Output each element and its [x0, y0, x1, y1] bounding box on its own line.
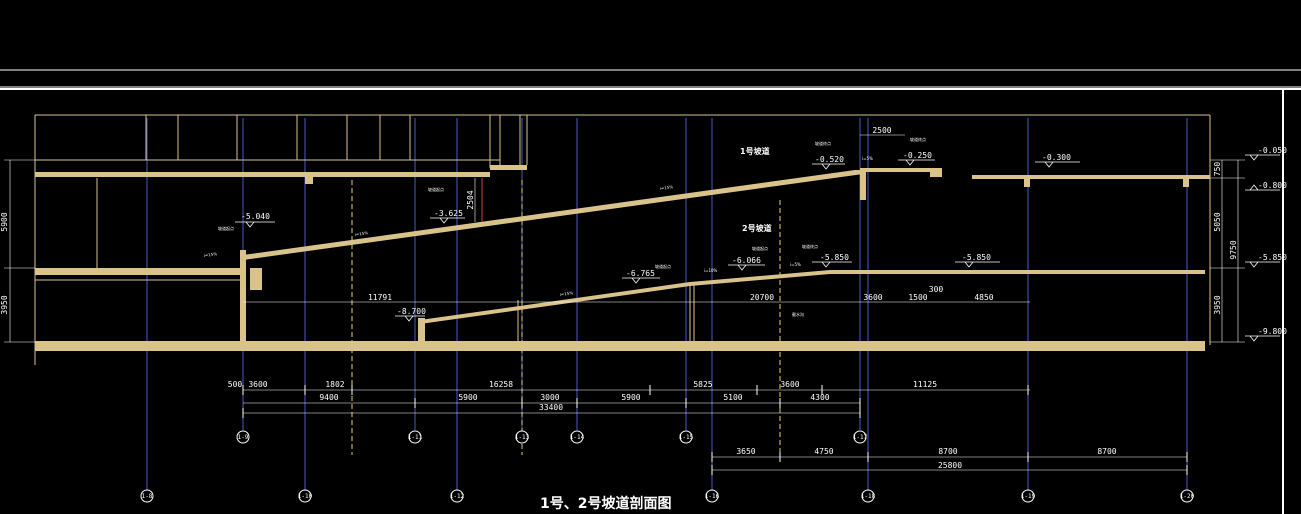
small-note: 坡道起点	[428, 186, 444, 192]
dimension-ticks	[242, 385, 1188, 475]
axis-label: 1-10	[298, 493, 313, 500]
dimension-text: 4750	[814, 447, 833, 456]
dimension-text: 5900	[621, 393, 640, 402]
axis-label: 1-18	[861, 493, 876, 500]
elevation-label: -8.700	[397, 307, 426, 316]
vertical-dimension: 750	[1213, 162, 1222, 177]
elevation-label: -5.850	[820, 253, 849, 262]
dimension-text: 3650	[736, 447, 755, 456]
vertical-dimension: 5900	[0, 212, 9, 231]
vertical-dimension: 2504	[466, 190, 475, 209]
elevation-label: -0.800	[1258, 181, 1287, 190]
dimension-text: 3000	[540, 393, 559, 402]
dimension-text: 16258	[489, 380, 513, 389]
small-note: 坡道终点	[910, 136, 926, 142]
upper-structure	[34, 114, 1211, 365]
axis-label: 1-8	[142, 493, 153, 500]
dimension-text: 2500	[872, 126, 891, 135]
dimension-text: 3600	[248, 380, 267, 389]
dimension-text: 5900	[458, 393, 477, 402]
small-note: 坡道起点	[655, 263, 671, 269]
ramp1-label: 1号坡道	[740, 146, 770, 156]
dimension-text: 1500	[908, 293, 927, 302]
small-note: 坡道终点	[802, 243, 818, 249]
structure-slabs	[35, 165, 1210, 351]
vertical-dimension: 3950	[0, 295, 9, 314]
elevation-label: -6.066	[732, 256, 761, 265]
dimension-text: 8700	[938, 447, 957, 456]
dimension-lines	[4, 134, 1245, 471]
dimension-text: 5100	[723, 393, 742, 402]
elevation-label: -9.800	[1258, 327, 1287, 336]
dimension-text: 8700	[1097, 447, 1116, 456]
axis-label: 1-11	[408, 434, 423, 441]
elevation-label: -5.850	[1258, 253, 1287, 262]
vertical-dimension: 3950	[1213, 295, 1222, 314]
slope-note: i=15%	[559, 290, 573, 297]
elevation-label: -3.625	[434, 209, 463, 218]
dimension-text: 300	[929, 285, 944, 294]
elevation-label: -6.765	[626, 269, 655, 278]
ramp2-label: 2号坡道	[742, 223, 772, 233]
dimension-text: 4850	[974, 293, 993, 302]
axis-label: 1-13	[515, 434, 530, 441]
axis-label: 1-17	[853, 434, 868, 441]
elevation-label: -5.040	[241, 212, 270, 221]
elevation-markers	[235, 154, 1280, 342]
dimension-text: 500	[228, 380, 243, 389]
axis-label: 1-15	[679, 434, 694, 441]
slope-note: i=15%	[354, 230, 368, 237]
elevation-label: -5.850	[962, 253, 991, 262]
slope-note: i=15%	[203, 251, 217, 258]
slope-note: i=15%	[659, 184, 673, 191]
dimension-text: 3600	[863, 293, 882, 302]
axis-label: 1-12	[450, 493, 465, 500]
small-note: 坡道终点	[815, 140, 831, 146]
axis-label: 1-16	[705, 493, 720, 500]
vertical-dimension: 5050	[1213, 212, 1222, 231]
elevation-label: -0.050	[1258, 146, 1287, 155]
slope-note: i=10%	[704, 268, 718, 273]
axis-label: 1-20	[1180, 493, 1195, 500]
drawing-frame	[0, 69, 1301, 514]
axis-label: 1-19	[1021, 493, 1036, 500]
elevation-label: -0.250	[903, 151, 932, 160]
small-note: 坡道起点	[752, 245, 768, 251]
axis-bubbles	[140, 430, 1194, 503]
dimension-total: 25800	[938, 461, 962, 470]
drawing-title: 1号、2号坡道剖面图	[540, 495, 671, 512]
slope-note: i=5%	[862, 156, 873, 161]
small-note: 坡道起点	[218, 225, 234, 231]
dimension-text: 1802	[325, 380, 344, 389]
elevation-label: -0.300	[1042, 153, 1071, 162]
dimension-text: 11791	[368, 293, 392, 302]
section-dashed-lines	[351, 180, 781, 455]
dimension-text: 20700	[750, 293, 774, 302]
small-note: 截水沟	[792, 311, 804, 317]
dimension-text: 11125	[913, 380, 937, 389]
elevation-label: -0.520	[815, 155, 844, 164]
slope-note: i=5%	[790, 262, 801, 267]
axis-label: 1-9	[238, 434, 249, 441]
dimension-total: 33400	[539, 403, 563, 412]
vertical-dimension: 9750	[1229, 240, 1238, 259]
dimension-text: 5825	[693, 380, 712, 389]
axis-label: 1-14	[570, 434, 585, 441]
dimension-text: 3600	[780, 380, 799, 389]
dimension-text: 9400	[319, 393, 338, 402]
dimension-text: 4300	[810, 393, 829, 402]
